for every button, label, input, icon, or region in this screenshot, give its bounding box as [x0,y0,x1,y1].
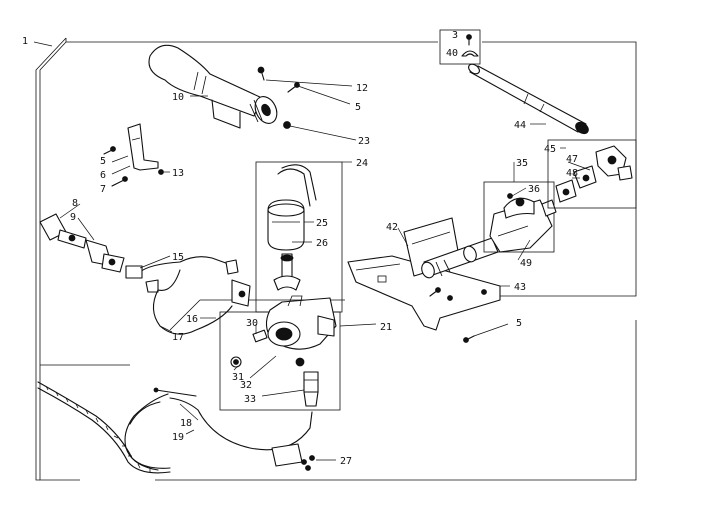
callout-12: 12 [356,83,368,94]
callouts: 1 3 40 12 5 10 23 44 5 6 13 7 24 45 47 4… [22,30,578,467]
fastener-kit-box [439,29,481,65]
screw-5-top [287,82,300,93]
callout-48: 48 [566,168,578,179]
callout-47: 47 [566,154,578,165]
pilot-tubing-15 [125,256,239,293]
callout-36: 36 [528,184,540,195]
callout-3: 3 [452,30,458,41]
callout-21: 21 [380,322,392,333]
callout-42: 42 [386,222,398,233]
valve-stem-26 [273,253,301,291]
orifice-23 [283,121,291,129]
callout-16: 16 [186,314,198,325]
callout-19: 19 [172,432,184,443]
screw-13 [158,169,164,175]
callout-1: 1 [22,36,28,47]
fitting-31 [230,356,242,368]
callout-8: 8 [72,198,78,209]
callout-6: 6 [100,170,106,181]
screw-12 [257,66,265,81]
callout-33: 33 [244,394,256,405]
callout-5-bracket: 5 [516,318,522,329]
screw-36 [507,193,513,199]
callout-15: 15 [172,252,184,263]
callout-43: 43 [514,282,526,293]
callout-18: 18 [180,418,192,429]
screws-27 [301,455,315,471]
callout-40: 40 [446,48,458,59]
elbow-fitting-45 [595,145,633,181]
callout-45: 45 [544,144,556,155]
sensor-cable [37,381,171,474]
callout-5-left: 5 [100,156,106,167]
clip-40 [461,50,479,57]
screw-5-bracket [463,335,475,343]
callout-23: 23 [358,136,370,147]
nipple-48 [555,179,577,203]
callout-10: 10 [172,92,184,103]
callout-31: 31 [232,372,244,383]
fitting-30 [252,329,268,343]
screw-3 [466,34,472,46]
callout-49: 49 [520,258,532,269]
gas-valve-body-32 [265,295,337,367]
manifold-pipe [421,237,499,279]
screw-near-bracket [429,287,441,297]
callout-25: 25 [316,218,328,229]
callout-17: 17 [172,332,184,343]
callout-44: 44 [514,120,526,131]
pilot-assembly-9 [39,213,125,273]
callout-26: 26 [316,238,328,249]
assembly-outline-corner [35,37,67,481]
callout-24: 24 [356,158,368,169]
regulator-box [483,181,555,253]
leader-lines [59,79,591,461]
burner-10 [148,44,278,129]
fitting-33 [303,371,319,407]
screw-5-left [103,146,116,155]
fittings-box [547,139,637,209]
callout-13: 13 [172,168,184,179]
callout-35: 35 [516,158,528,169]
thermocouple-16 [152,279,251,335]
mounting-bracket-43 [347,255,501,331]
regulator-49 [489,197,557,253]
callout-5-top: 5 [355,102,361,113]
sensor-18 [153,387,197,397]
callout-30: 30 [246,318,258,329]
thermostat-capillary-19 [124,393,313,471]
callout-9: 9 [70,212,76,223]
solenoid-25 [267,164,317,251]
callout-7: 7 [100,184,106,195]
callout-27: 27 [340,456,352,467]
union-47 [573,165,597,189]
inlet-pipe-44 [468,63,589,135]
callout-32: 32 [240,380,252,391]
bracket-6 [127,123,159,171]
